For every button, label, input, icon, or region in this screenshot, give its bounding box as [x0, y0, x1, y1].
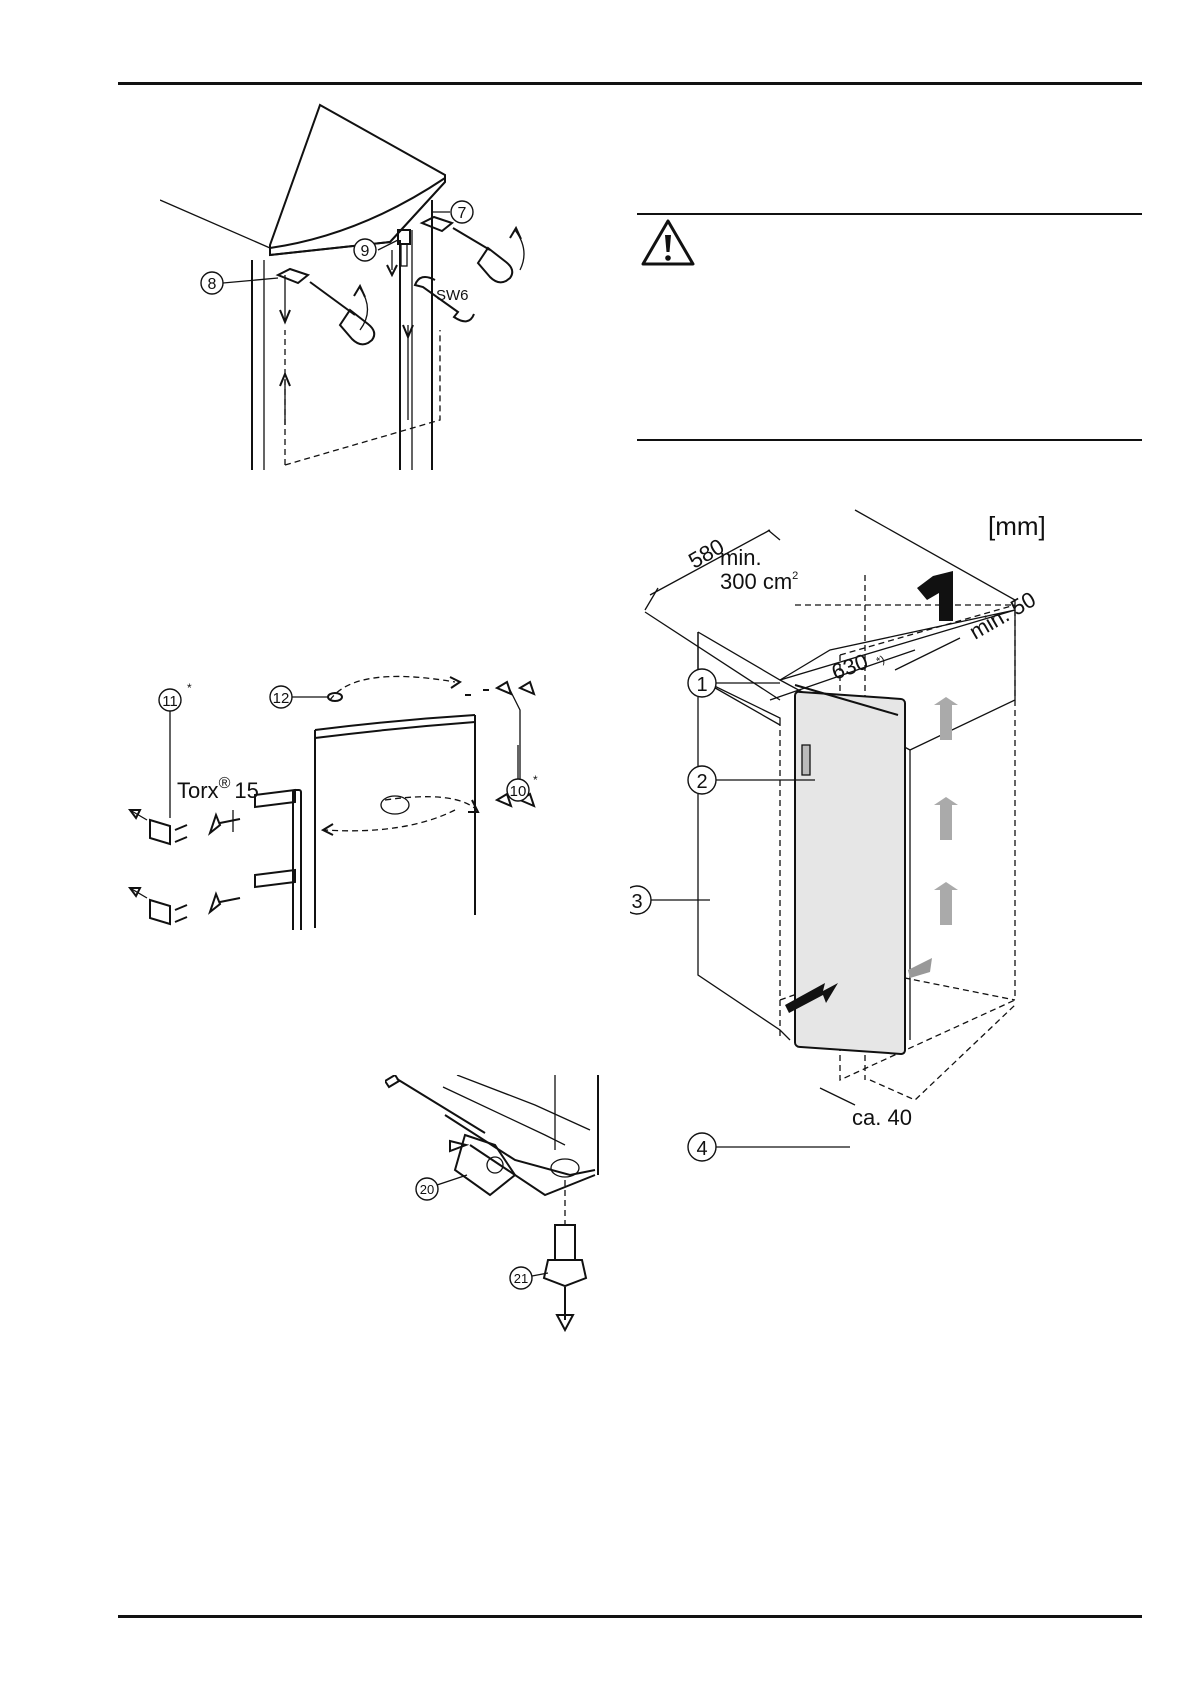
figure-door-handle: 11 * 12 10 * Torx®15 [128, 675, 538, 930]
svg-text:1: 1 [696, 674, 707, 696]
callout-2: 2 [687, 765, 815, 795]
callout-8: 8 [200, 271, 279, 295]
svg-text:4: 4 [696, 1138, 707, 1160]
svg-text:12: 12 [273, 690, 290, 707]
svg-text:9: 9 [361, 243, 370, 260]
unit-label: [mm] [988, 511, 1046, 541]
vent-area-line2: 300 cm2 [720, 569, 798, 594]
callout-7: 7 [432, 200, 474, 224]
callout-10: 10 * [506, 745, 538, 802]
callout-12: 12 [269, 685, 328, 709]
svg-text:3: 3 [631, 891, 642, 913]
callout-1: 1 [687, 668, 780, 698]
svg-text:21: 21 [514, 1271, 528, 1286]
svg-text:7: 7 [458, 205, 467, 222]
torx-label: Torx®15 [177, 775, 259, 803]
svg-text:*: * [533, 773, 538, 787]
figure-installation: 580 min. 300 cm2 [mm] 630 *) min. 50 ca.… [630, 509, 1046, 1162]
footer-rule [118, 1615, 1142, 1618]
warning-bottom-rule [637, 439, 1142, 441]
warning-triangle-icon [641, 219, 695, 266]
svg-text:20: 20 [420, 1182, 434, 1197]
svg-text:*): *) [875, 654, 887, 668]
svg-text:10: 10 [510, 783, 527, 800]
callout-11: 11 * [158, 681, 192, 818]
dim-ca-40: ca. 40 [819, 1087, 912, 1130]
callout-4: 4 [687, 1132, 850, 1162]
figure-bottom-bearing: 20 21 [385, 1075, 599, 1333]
dim-630: 630 *) [769, 649, 916, 701]
svg-text:ca. 40: ca. 40 [852, 1105, 912, 1130]
vent-area-line1: min. [720, 545, 762, 570]
callout-3: 3 [630, 885, 710, 915]
wrench-size-label: SW6 [436, 287, 469, 304]
warning-top-rule [637, 213, 1142, 215]
svg-text:11: 11 [162, 693, 178, 710]
callout-21: 21 [509, 1266, 549, 1290]
svg-text:8: 8 [208, 276, 217, 293]
svg-text:2: 2 [696, 771, 707, 793]
dim-min-50: min. 50 [894, 587, 1040, 671]
header-rule [118, 82, 1142, 85]
callout-20: 20 [415, 1174, 468, 1201]
figure-hinge-removal: 7 8 9 SW6 [160, 103, 525, 470]
svg-text:min. 50: min. 50 [965, 587, 1040, 645]
svg-text:*: * [187, 681, 192, 695]
callout-9: 9 [353, 238, 399, 262]
